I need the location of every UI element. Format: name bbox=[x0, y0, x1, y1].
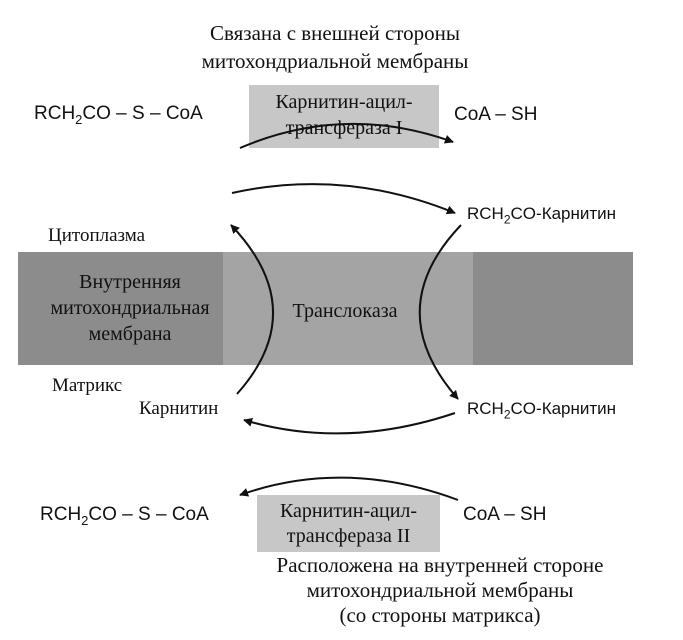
acyl-coa-top: RCH2CO – S – CoA bbox=[34, 103, 203, 127]
bottom-note-line3: (со стороны матрикса) bbox=[339, 603, 541, 627]
arrow-translocase-acylcarnitine-in bbox=[418, 224, 462, 400]
coash-bottom: CoA – SH bbox=[463, 504, 547, 525]
translocase-region bbox=[223, 252, 473, 365]
top-note-line2: митохондриальной мембраны bbox=[201, 49, 469, 73]
arrow-bottom-acylcarnitine-to-carnitine bbox=[243, 412, 456, 435]
enzyme1-label-line1: Карнитин-ацил- bbox=[275, 91, 413, 113]
arrow-top-acylcoa-to-coash bbox=[239, 122, 454, 149]
arrow-translocase-carnitine-out bbox=[230, 224, 275, 395]
bottom-note-line1: Расположена на внутренней стороне bbox=[276, 553, 604, 577]
acyl-coa-bottom: RCH2CO – S – CoA bbox=[40, 504, 209, 528]
matrix-label: Матрикс bbox=[52, 375, 123, 396]
membrane-label-line2: митохондриальная bbox=[50, 297, 210, 319]
acyl-carnitine-lower: RCH2CO-Карнитин bbox=[467, 399, 617, 422]
arrow-top-carnitine-to-acylcarnitine bbox=[231, 183, 456, 215]
enzyme1-box bbox=[249, 85, 439, 148]
arrow-bottom-coash-to-acylcoa bbox=[239, 476, 459, 501]
enzyme1-label-line2: трансфераза I bbox=[285, 117, 403, 139]
inner-membrane-band bbox=[18, 252, 633, 365]
bottom-note-line2: митохондриальной мембраны bbox=[306, 578, 574, 602]
coash-top: CoA – SH bbox=[454, 104, 538, 125]
enzyme2-box bbox=[257, 495, 440, 552]
translocase-label: Транслоказа bbox=[292, 300, 398, 322]
enzyme2-label-line1: Карнитин-ацил- bbox=[279, 500, 418, 522]
enzyme2-label-line2: трансфераза II bbox=[286, 525, 411, 547]
acyl-carnitine-upper: RCH2CO-Карнитин bbox=[467, 204, 617, 227]
cytoplasm-label: Цитоплазма bbox=[48, 225, 146, 246]
top-note-line1: Связана с внешней стороны bbox=[209, 21, 461, 45]
carnitine-left: Карнитин bbox=[139, 398, 219, 419]
membrane-label-line3: мембрана bbox=[88, 323, 172, 345]
membrane-label-line1: Внутренняя bbox=[79, 271, 181, 293]
